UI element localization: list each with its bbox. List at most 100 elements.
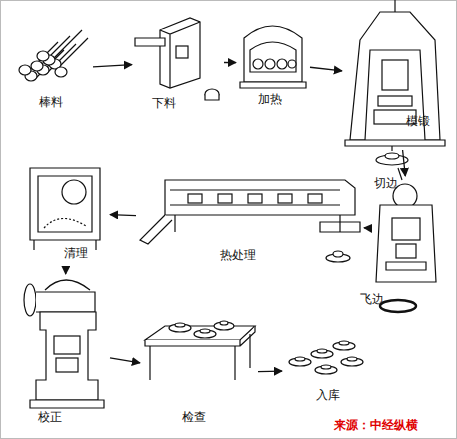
bar-stock-part: [55, 67, 67, 77]
flow-arrow: [258, 370, 282, 372]
heating-furnace-part: [277, 59, 287, 69]
flow-arrow: [65, 266, 66, 274]
cutting-machine-part: [176, 46, 188, 58]
straightening-press-part: [56, 358, 78, 372]
step-label: 入库: [316, 388, 340, 402]
flow-arrow: [110, 214, 136, 216]
flow-arrow: [403, 150, 406, 176]
flow-arrow: [310, 67, 342, 71]
source-watermark: 来源：中经纵横: [334, 418, 418, 432]
die-forging-hammer-part: [378, 96, 412, 106]
part-flow-arrow: [392, 146, 402, 180]
die-forging-hammer-part: [345, 140, 445, 146]
stored-parts-part: [315, 366, 337, 374]
cleaning-drum-part: [62, 180, 86, 204]
process-step: 校正: [18, 274, 110, 426]
inspection-table-part: [175, 323, 185, 327]
stored-parts-part: [321, 365, 331, 369]
heat-treatment-furnace-part: [248, 194, 262, 203]
cutting-machine-part: [160, 18, 200, 88]
straightening-press-part: [30, 400, 104, 408]
straightening-press: [24, 280, 104, 408]
heat-treatment-furnace-part: [140, 215, 172, 244]
step-label: 棒料: [39, 95, 63, 109]
die-forging-hammer-part: [382, 60, 408, 90]
flow-arrow: [224, 62, 236, 63]
heat-treatment-furnace-part: [170, 190, 340, 205]
process-step: 入库: [282, 334, 372, 406]
bar-stock: [19, 30, 88, 81]
cleaning-drum-part: [44, 218, 86, 228]
step-label: 下料: [152, 96, 176, 110]
straightening-press-part: [45, 280, 90, 290]
inspection-table-part: [150, 334, 250, 380]
inspection-table-part: [214, 322, 234, 330]
inspection-table: [145, 321, 255, 380]
step-label: 清理: [64, 246, 88, 260]
process-step: 热处理: [136, 172, 364, 268]
stored-parts-part: [333, 342, 355, 350]
bar-stock-part: [28, 30, 88, 80]
stored-parts-part: [289, 358, 311, 366]
heating-furnace-part: [240, 82, 306, 88]
heat-treatment-furnace-part: [218, 194, 232, 203]
cutting-machine-part: [160, 22, 200, 88]
process-step: 棒料: [15, 25, 93, 113]
heating-furnace-part: [265, 59, 275, 69]
trimming-press-part: [392, 218, 420, 240]
step-label: 校正: [38, 410, 62, 424]
flow-arrow: [93, 65, 132, 67]
straightening-press-part: [36, 312, 98, 400]
inspection-table-part: [220, 321, 228, 325]
cutting-machine-part: [135, 38, 165, 46]
bar-stock-part: [37, 51, 49, 61]
straightening-press-part: [24, 284, 36, 316]
part-flow-arrow-part: [392, 146, 402, 180]
stored-parts-part: [341, 358, 363, 366]
flow-arrow: [110, 358, 140, 363]
trimmed-part: [326, 251, 350, 262]
inspection-table-part: [145, 326, 255, 346]
heating-furnace: [240, 26, 306, 88]
die-forging-hammer-part: [350, 12, 440, 140]
cutting-machine-part: [205, 94, 219, 100]
process-step: 模锻: [342, 4, 448, 150]
heat-treatment-furnace-part: [278, 194, 292, 203]
step-label: 加热: [258, 92, 282, 106]
step-label: 检查: [182, 410, 206, 424]
flow-arrow: [364, 227, 370, 229]
stored-parts-part: [295, 357, 305, 361]
process-step: 下料: [132, 12, 224, 112]
stored-parts: [289, 341, 363, 374]
straightening-press-part: [54, 336, 80, 354]
heat-treatment-furnace-part: [175, 215, 360, 232]
process-step: 检查: [140, 318, 258, 428]
cleaning-drum: [30, 168, 100, 250]
heat-treatment-furnace: [140, 180, 360, 244]
stored-parts-part: [311, 350, 333, 358]
step-label: 热处理: [220, 248, 256, 262]
flash-ring: [380, 300, 416, 312]
process-step: 清理: [24, 160, 110, 266]
trimming-press-part: [396, 244, 416, 258]
step-label: 模锻: [406, 114, 430, 128]
cutting-machine: [135, 18, 219, 100]
inspection-table-part: [145, 326, 255, 340]
cleaning-drum-part: [38, 176, 92, 232]
inspection-table-part: [200, 329, 210, 333]
heating-furnace-part: [250, 42, 296, 72]
stored-parts-part: [339, 341, 349, 345]
process-step: 加热: [236, 16, 310, 110]
forged-part-part: [385, 153, 399, 159]
part-name: 飞边: [360, 292, 384, 306]
heat-treatment-furnace-part: [188, 194, 202, 203]
stored-parts-part: [347, 357, 357, 361]
die-forging-hammer: [345, 0, 445, 146]
heating-furnace-part: [253, 59, 263, 69]
heat-treatment-furnace-part: [308, 194, 322, 203]
forged-part: [376, 153, 408, 165]
